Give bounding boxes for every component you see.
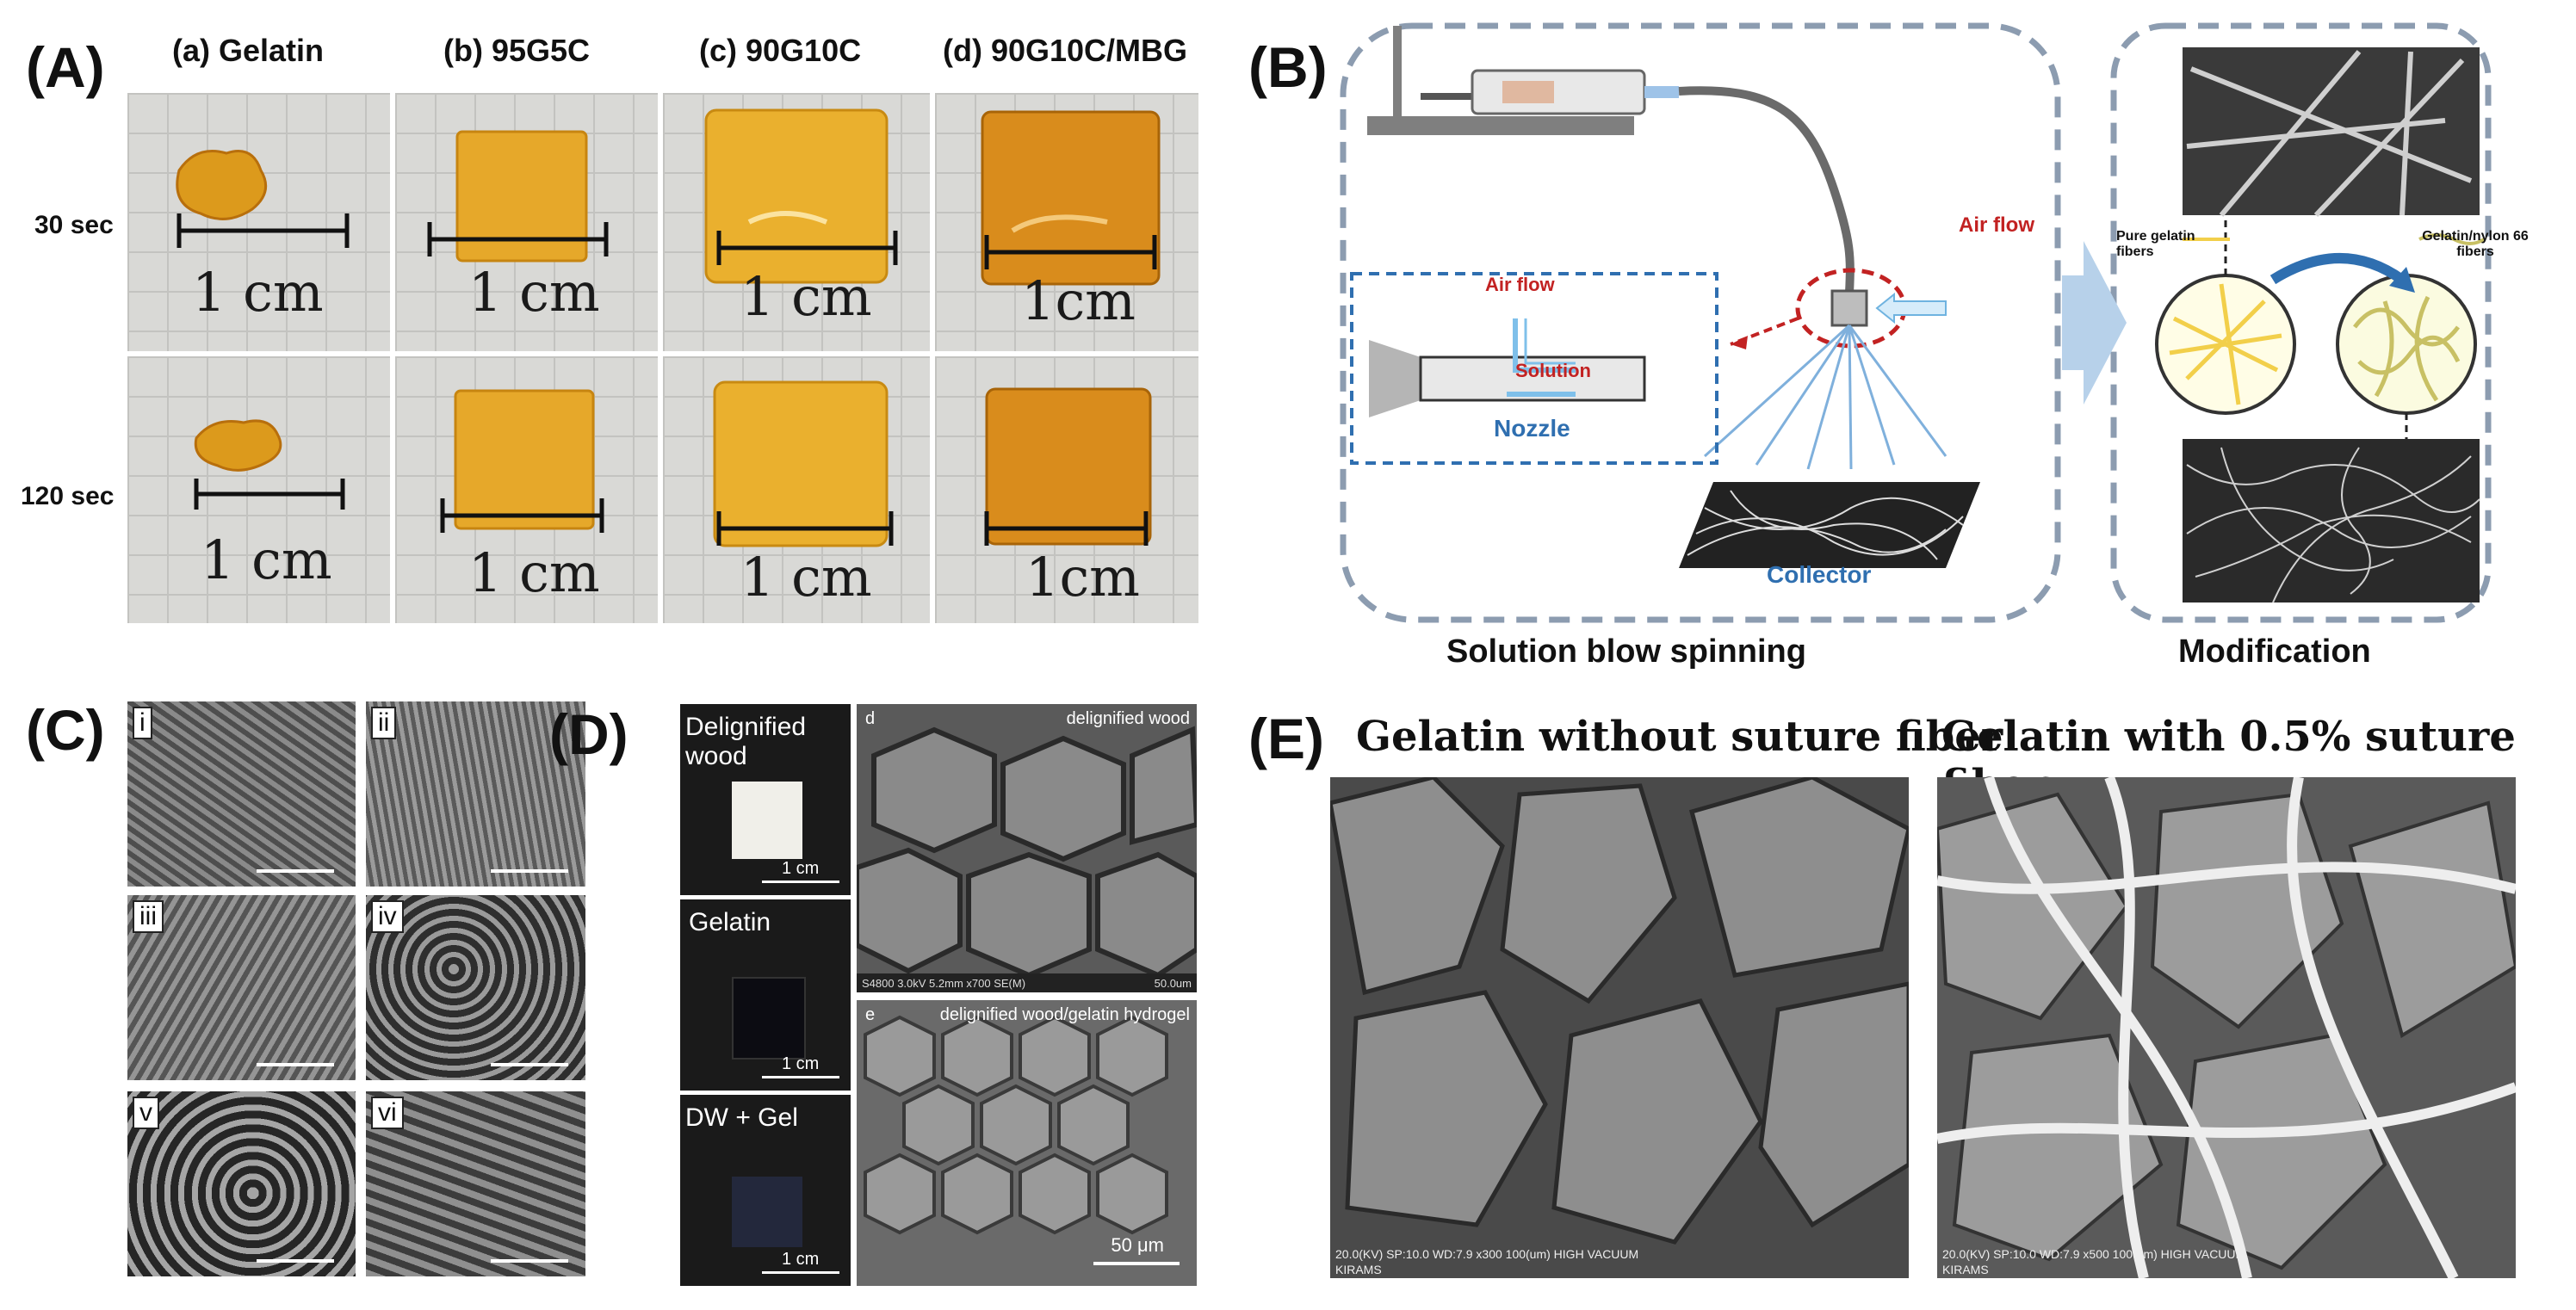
- air-flow-label: Air flow: [1959, 213, 2034, 237]
- photo-dw-gel: DW + Gel 1 cm: [680, 1095, 851, 1286]
- panel-c-letter: (C): [26, 698, 105, 762]
- row-label-30sec: 30 sec: [34, 211, 114, 239]
- nozzle-label: Nozzle: [1494, 415, 1570, 442]
- scale-handwritten: 1 cm: [740, 546, 872, 609]
- lab-label: KIRAMS: [1942, 1263, 1989, 1276]
- photo-90g10c-30sec: 1 cm: [663, 93, 930, 351]
- sem-tag-e: e: [865, 1005, 876, 1024]
- label-ii: ii: [371, 707, 397, 739]
- photo-90g10c-mbg-30sec: 1cm: [935, 93, 1198, 351]
- sem-gelatin-without-suture: 20.0(KV) SP:10.0 WD:7.9 x300 100(um) HIG…: [1330, 777, 1909, 1278]
- sem-c-ii: ii: [366, 701, 585, 887]
- scalebar: [257, 869, 334, 873]
- scale-handwritten: 1cm: [1025, 546, 1140, 609]
- scalebar: [491, 1063, 568, 1066]
- panel-e-letter: (E): [1248, 707, 1324, 770]
- caption-modification: Modification: [2178, 633, 2371, 670]
- sem-c-i: i: [127, 701, 356, 887]
- sem-info-text: 20.0(KV) SP:10.0 WD:7.9 x500 100(um) HIG…: [1942, 1247, 2246, 1261]
- label-v: v: [133, 1097, 159, 1129]
- label-vi: vi: [371, 1097, 404, 1129]
- col-header-90g10c-mbg: (d) 90G10C/MBG: [943, 33, 1188, 68]
- panel-b-letter: (B): [1248, 35, 1328, 99]
- scalebar: [257, 1259, 334, 1263]
- sem-c-v: v: [127, 1091, 356, 1276]
- solution-label: Solution: [1515, 360, 1591, 381]
- dw-gel-label: DW + Gel: [685, 1103, 798, 1132]
- col-header-90g10c: (c) 90G10C: [699, 33, 862, 68]
- scale-handwritten: 1 cm: [468, 541, 600, 604]
- panel-d-letter: (D): [549, 702, 629, 766]
- photo-scalebar: [762, 1271, 839, 1274]
- sem-title-wood-gelatin: delignified wood/gelatin hydrogel: [939, 1005, 1190, 1024]
- photo-scale-text: 1 cm: [782, 1250, 820, 1269]
- photo-scale-text: 1 cm: [782, 859, 820, 878]
- gelatin-label: Gelatin: [689, 908, 771, 936]
- nylon-fibers-label: Gelatin/nylon 66 fibers: [2422, 229, 2529, 259]
- photo-delignified-wood: Delignified wood 1 cm: [680, 704, 851, 895]
- photo-95g5c-120sec: 1 cm: [395, 356, 658, 623]
- photo-gelatin-120sec: 1 cm: [127, 356, 390, 623]
- sem-delignified-wood: d delignified wood S4800 3.0kV 5.2mm x70…: [857, 704, 1197, 992]
- photo-scale-text: 1 cm: [782, 1054, 820, 1073]
- caption-solution-blow-spinning: Solution blow spinning: [1446, 633, 1806, 670]
- gelatin-cube: [732, 977, 806, 1060]
- scalebar: [491, 1259, 568, 1263]
- pure-fibers-label: Pure gelatin fibers: [2116, 229, 2195, 259]
- air-flow-inset-label: Air flow: [1485, 274, 1555, 295]
- lab-label: KIRAMS: [1335, 1263, 1382, 1276]
- photo-gelatin-30sec: 1 cm: [127, 93, 390, 351]
- sem-title-delignified-wood: delignified wood: [1066, 709, 1190, 728]
- scalebar: [257, 1063, 334, 1066]
- sem-info-text: S4800 3.0kV 5.2mm x700 SE(M): [862, 977, 1026, 990]
- sem-tag-d: d: [865, 709, 876, 728]
- collector-label: Collector: [1767, 561, 1872, 588]
- scale-handwritten: 1 cm: [740, 265, 872, 328]
- label-iii: iii: [133, 900, 164, 933]
- sem-info-text: 20.0(KV) SP:10.0 WD:7.9 x300 100(um) HIG…: [1335, 1247, 1639, 1261]
- scale-handwritten: 1 cm: [192, 261, 324, 324]
- photo-scalebar: [762, 881, 839, 883]
- sem-wood-gelatin: e delignified wood/gelatin hydrogel 50 μ…: [857, 1000, 1197, 1286]
- dw-gel-cube: [732, 1177, 802, 1247]
- solution-blow-spinning-diagram: [1340, 22, 2492, 623]
- wood-cube: [732, 782, 802, 859]
- photo-95g5c-30sec: 1 cm: [395, 93, 658, 351]
- title-without-suture: Gelatin without suture fiber: [1356, 713, 2003, 761]
- scalebar: [491, 869, 568, 873]
- delignified-wood-label: Delignified wood: [685, 713, 807, 770]
- photo-scalebar: [762, 1076, 839, 1078]
- panel-a-letter: (A): [26, 35, 105, 99]
- sem-scalebar: [1093, 1262, 1180, 1265]
- col-header-95g5c: (b) 95G5C: [443, 33, 591, 68]
- sem-c-vi: vi: [366, 1091, 585, 1276]
- col-header-gelatin: (a) Gelatin: [172, 33, 325, 68]
- sem-c-iv: iv: [366, 895, 585, 1080]
- sem-info-bar: [857, 973, 1197, 992]
- photo-90g10c-mbg-120sec: 1cm: [935, 356, 1198, 623]
- scale-handwritten: 1cm: [1021, 269, 1136, 332]
- scale-handwritten: 1 cm: [468, 261, 600, 324]
- scale-handwritten: 1 cm: [201, 528, 332, 591]
- row-label-120sec: 120 sec: [21, 482, 115, 510]
- sem-c-iii: iii: [127, 895, 356, 1080]
- sem-scale-text: 50.0um: [1154, 977, 1192, 990]
- photo-gelatin: Gelatin 1 cm: [680, 899, 851, 1091]
- sem-scale-text: 50 μm: [1111, 1234, 1164, 1256]
- sem-gelatin-with-suture: 20.0(KV) SP:10.0 WD:7.9 x500 100(um) HIG…: [1937, 777, 2516, 1278]
- label-iv: iv: [371, 900, 404, 933]
- label-i: i: [133, 707, 152, 739]
- photo-90g10c-120sec: 1 cm: [663, 356, 930, 623]
